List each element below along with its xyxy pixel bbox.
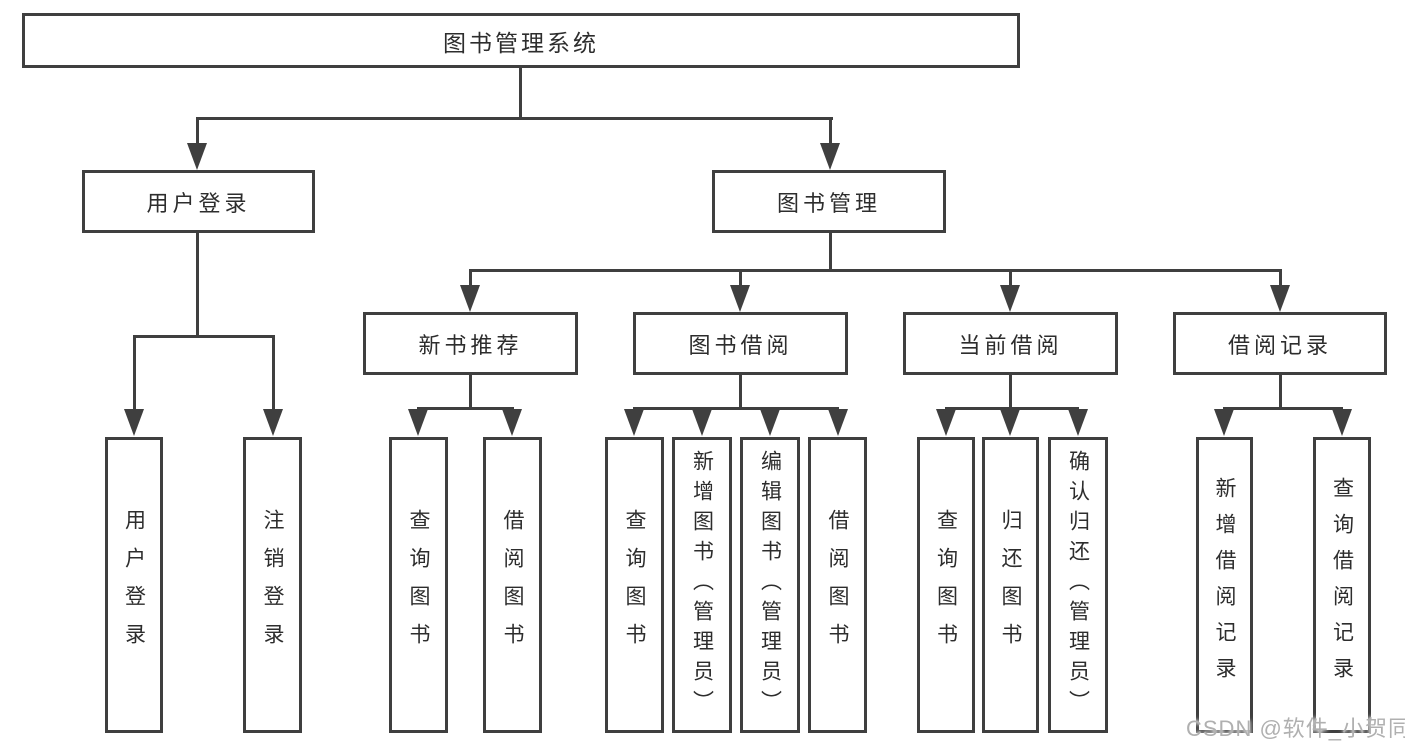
leaf-add-book-admin: 新增图书（管理员） (672, 437, 732, 733)
leaf-query-book-3-label: 查询图书 (934, 509, 958, 661)
connector-user-login-leaf1-drop (133, 335, 136, 413)
leaf-edit-book-admin: 编辑图书（管理员） (740, 437, 800, 733)
node-new-book-recommend-label: 新书推荐 (418, 332, 523, 358)
leaf-query-book-2: 查询图书 (605, 437, 664, 733)
connector-book-management-stem (829, 233, 832, 272)
arrowhead-down-icon (1000, 409, 1020, 436)
leaf-user-login-label: 用户登录 (122, 509, 146, 661)
connector-borrow-record-rail (1223, 407, 1343, 410)
leaf-return-book-label: 归还图书 (999, 509, 1022, 661)
arrowhead-down-icon (1068, 409, 1088, 436)
connector-book-borrow-drop (739, 269, 742, 289)
leaf-confirm-return-admin-label: 确认归还（管理员） (1066, 450, 1090, 720)
node-user-login-label: 用户登录 (146, 190, 251, 216)
connector-level3-rail (469, 269, 1282, 272)
connector-new-book-rail (417, 407, 514, 410)
leaf-query-book-2-label: 查询图书 (623, 509, 646, 661)
arrowhead-down-icon (263, 409, 283, 436)
leaf-borrow-book-2-label: 借阅图书 (826, 509, 849, 661)
arrowhead-down-icon (124, 409, 144, 436)
leaf-add-borrow-record-label: 新增借阅记录 (1213, 477, 1236, 693)
connector-user-login-rail (133, 335, 275, 338)
csdn-watermark: CSDN @软件_小贺同学 (1186, 716, 1405, 741)
node-book-management-label: 图书管理 (776, 190, 881, 216)
leaf-borrow-book-2: 借阅图书 (808, 437, 867, 733)
leaf-query-book-3: 查询图书 (917, 437, 975, 733)
node-book-borrow-label: 图书借阅 (688, 332, 793, 358)
leaf-edit-book-admin-label: 编辑图书（管理员） (758, 450, 782, 720)
leaf-query-book-1: 查询图书 (389, 437, 448, 733)
arrowhead-down-icon (692, 409, 712, 436)
node-current-borrow: 当前借阅 (903, 312, 1118, 375)
node-book-management: 图书管理 (712, 170, 946, 233)
leaf-add-book-admin-label: 新增图书（管理员） (690, 450, 714, 720)
leaf-query-book-1-label: 查询图书 (407, 509, 430, 661)
connector-book-management-drop (829, 117, 832, 147)
node-user-login: 用户登录 (82, 170, 315, 233)
leaf-add-borrow-record: 新增借阅记录 (1196, 437, 1253, 733)
connector-current-borrow-stem (1009, 375, 1012, 410)
connector-borrow-record-drop (1279, 269, 1282, 289)
arrowhead-down-icon (1214, 409, 1234, 436)
arrowhead-down-icon (460, 285, 480, 312)
arrowhead-down-icon (1270, 285, 1290, 312)
leaf-query-borrow-record-label: 查询借阅记录 (1330, 477, 1354, 693)
connector-root-stem (519, 68, 522, 118)
arrowhead-down-icon (1000, 285, 1020, 312)
leaf-logout: 注销登录 (243, 437, 302, 733)
leaf-confirm-return-admin: 确认归还（管理员） (1048, 437, 1108, 733)
connector-user-login-drop (196, 117, 199, 147)
node-book-borrow: 图书借阅 (633, 312, 848, 375)
arrowhead-down-icon (1332, 409, 1352, 436)
arrowhead-down-icon (187, 143, 207, 170)
arrowhead-down-icon (408, 409, 428, 436)
connector-book-borrow-rail (633, 407, 839, 410)
arrowhead-down-icon (624, 409, 644, 436)
arrowhead-down-icon (936, 409, 956, 436)
node-borrow-record-label: 借阅记录 (1227, 332, 1332, 358)
connector-user-login-leaf2-drop (272, 335, 275, 413)
connector-current-borrow-drop (1009, 269, 1012, 289)
leaf-borrow-book-1: 借阅图书 (483, 437, 542, 733)
arrowhead-down-icon (820, 143, 840, 170)
arrowhead-down-icon (760, 409, 780, 436)
leaf-user-login: 用户登录 (105, 437, 163, 733)
connector-user-login-stem (196, 233, 199, 337)
connector-level2-rail (196, 117, 833, 120)
arrowhead-down-icon (730, 285, 750, 312)
leaf-logout-label: 注销登录 (261, 509, 284, 661)
leaf-query-borrow-record: 查询借阅记录 (1313, 437, 1371, 733)
arrowhead-down-icon (502, 409, 522, 436)
node-new-book-recommend: 新书推荐 (363, 312, 578, 375)
connector-borrow-record-stem (1279, 375, 1282, 410)
connector-new-book-drop (469, 269, 472, 289)
node-current-borrow-label: 当前借阅 (958, 332, 1063, 358)
connector-new-book-stem (469, 375, 472, 410)
node-borrow-record: 借阅记录 (1173, 312, 1387, 375)
connector-book-borrow-stem (739, 375, 742, 410)
leaf-return-book: 归还图书 (982, 437, 1039, 733)
connector-current-borrow-rail (945, 407, 1079, 410)
leaf-borrow-book-1-label: 借阅图书 (501, 509, 524, 661)
arrowhead-down-icon (828, 409, 848, 436)
node-library-management-system: 图书管理系统 (22, 13, 1020, 68)
node-library-management-system-label: 图书管理系统 (443, 29, 599, 56)
